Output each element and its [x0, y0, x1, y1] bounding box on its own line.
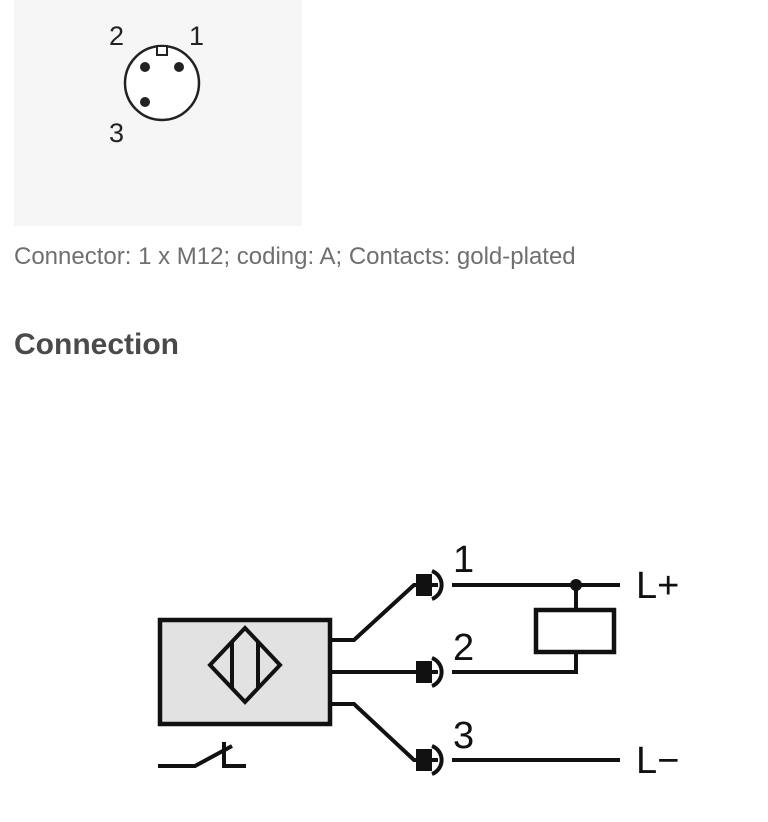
pin-3-dot — [140, 97, 150, 107]
plug-contact-1 — [416, 569, 444, 601]
pin-3-label: 3 — [109, 118, 124, 148]
sensor-housing — [157, 617, 333, 727]
plug-contact-3 — [416, 744, 444, 776]
connector-pinout-panel: 1 2 3 — [14, 0, 302, 226]
wire-3 — [330, 702, 620, 762]
pin-1-dot — [174, 62, 184, 72]
pin-2-dot — [140, 62, 150, 72]
pin-2-label: 2 — [109, 21, 124, 51]
inductive-sensor-icon — [207, 625, 283, 705]
plug-contact-2 — [416, 656, 444, 688]
load-relay-box — [533, 607, 617, 655]
wire-3-label: 3 — [453, 715, 474, 757]
supply-positive-label: L+ — [636, 565, 679, 607]
wire-2-label: 2 — [453, 627, 474, 669]
switch-contact-symbol — [158, 742, 246, 768]
wire-1-label: 1 — [453, 539, 474, 581]
connector-caption: Connector: 1 x M12; coding: A; Contacts:… — [14, 243, 576, 270]
connector-pinout-drawing: 1 2 3 — [109, 21, 204, 148]
section-title-connection: Connection — [14, 328, 179, 361]
coding-key — [156, 45, 168, 56]
supply-negative-label: L− — [636, 740, 679, 782]
pin-1-label: 1 — [189, 21, 204, 51]
